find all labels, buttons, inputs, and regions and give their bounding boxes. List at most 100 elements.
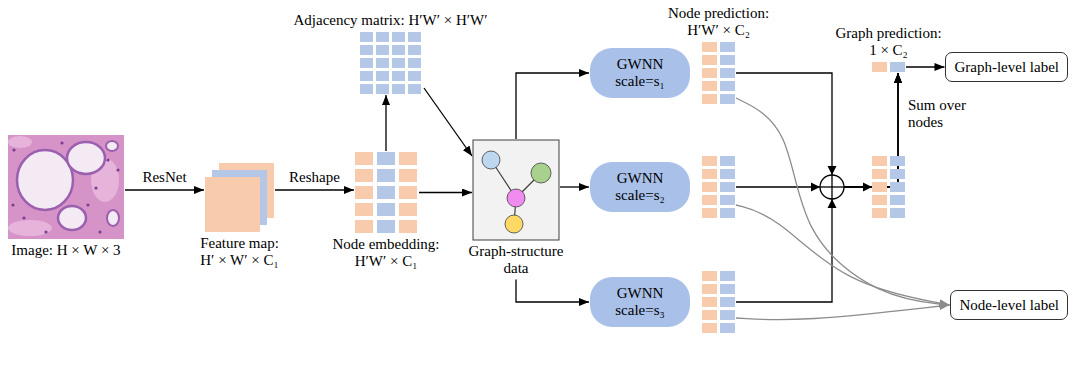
- sum-cross: [831, 175, 832, 199]
- prediction-matrix: [702, 156, 735, 218]
- node-text: Graph-structure data: [469, 243, 564, 277]
- gwnn-block: GWNN scale=s₁: [590, 48, 690, 98]
- prediction-matrix: [702, 271, 735, 333]
- gwnn-block: GWNN scale=s₂: [590, 156, 735, 218]
- nucleus: [22, 216, 25, 219]
- output-label-box: Node-level label: [950, 290, 1068, 321]
- flow-arrow: [275, 189, 354, 190]
- gwnn-pill: GWNN scale=s₂: [590, 162, 690, 212]
- arrowhead: [828, 199, 837, 208]
- graph-structure-box: Graph-structure data: [469, 140, 564, 277]
- shape-area: [702, 156, 735, 218]
- graph-vertex: [482, 151, 500, 169]
- graph-vertex: [505, 215, 523, 233]
- stroma-patch: [8, 136, 32, 148]
- node-text: Adjacency matrix: H′W′ × H′W′: [293, 12, 487, 29]
- graph-structure-figure: [473, 140, 559, 240]
- arrowhead: [828, 166, 837, 175]
- shape-area: [702, 42, 735, 104]
- nucleus: [116, 168, 119, 171]
- node-text: Image: H × W × 3: [11, 242, 120, 259]
- nucleus: [94, 186, 97, 189]
- flow-arrow: [424, 88, 472, 156]
- tissue-ground: [8, 135, 124, 239]
- node-text: Node-level label: [959, 297, 1059, 314]
- shape-area: [702, 271, 735, 333]
- gland-lumen: [107, 210, 119, 226]
- node-text: GWNN scale=s₁: [615, 56, 665, 90]
- feature-map-stack: [205, 163, 274, 232]
- flow-arrow: [516, 280, 589, 302]
- embedding-matrix: Node embedding: H′W′ × C₁: [332, 152, 439, 270]
- shape-area: [473, 140, 559, 240]
- shape-area: [355, 152, 417, 233]
- edge-label: ResNet: [142, 169, 186, 186]
- nucleus: [44, 230, 47, 233]
- node-text: Node embedding: H′W′ × C₁: [332, 236, 439, 270]
- graph-prediction-matrix: [872, 62, 905, 72]
- matrix-cells: [360, 32, 421, 94]
- edge-label-holder: ResNet: [140, 169, 188, 186]
- adjacency-matrix: [360, 32, 421, 94]
- adjacency-matrix: Adjacency matrix: H′W′ × H′W′: [293, 12, 487, 94]
- sum-circle: [820, 175, 844, 199]
- gwnn-pill: GWNN scale=s₃: [590, 277, 690, 327]
- flow-arrow: [560, 186, 589, 187]
- shape-area: [872, 62, 905, 72]
- shape-area: [205, 163, 274, 232]
- flow-arrow: [516, 73, 589, 139]
- stroma-patch: [8, 220, 52, 236]
- gland-lumen: [58, 206, 86, 230]
- nucleus: [86, 203, 89, 206]
- matrix-cells: [872, 156, 905, 218]
- embedding-matrix: [355, 152, 417, 233]
- node-text: Node prediction: H′W′ × C₂: [668, 5, 769, 39]
- flow-arrow: [385, 95, 386, 151]
- graph-vertex: [531, 163, 551, 183]
- summed-matrix: [872, 156, 905, 218]
- gwnn-block: GWNN scale=s₃: [590, 271, 735, 333]
- prediction-matrix: [702, 42, 735, 104]
- sum-symbol: [811, 166, 872, 208]
- nucleus: [106, 158, 109, 161]
- gland-lumen: [106, 141, 118, 151]
- edge-label-holder: Reshape: [287, 169, 342, 186]
- matrix-cells: [702, 156, 735, 218]
- flow-arrow: [419, 192, 472, 193]
- nucleus: [11, 203, 14, 206]
- output-label-box: Graph-level label: [945, 52, 1068, 83]
- nucleus: [60, 141, 63, 144]
- feature-map: Feature map: H′ × W′ × C₁: [200, 163, 279, 269]
- node-text: Feature map: H′ × W′ × C₁: [200, 235, 279, 269]
- gland-lumen: [17, 150, 73, 210]
- flow-arrow: [906, 66, 944, 67]
- edge-label: Sum over nodes: [908, 97, 966, 131]
- input-image: Image: H × W × 3: [8, 135, 124, 259]
- node-text: GWNN scale=s₂: [615, 170, 665, 204]
- nucleus: [12, 148, 15, 151]
- arrowhead: [811, 183, 820, 192]
- matrix-cells: [872, 62, 905, 72]
- graph-box-outline: [473, 140, 559, 240]
- histology-image: [8, 135, 124, 239]
- edge-label-holder: Sum over nodes: [906, 97, 968, 131]
- matrix-cells: [702, 42, 735, 104]
- prediction-matrix: Node prediction: H′W′ × C₂: [668, 5, 769, 104]
- gland-lumen: [67, 142, 105, 174]
- matrix-cells: [702, 271, 735, 333]
- feature-channel: [205, 177, 260, 232]
- matrix-cells: [355, 152, 417, 233]
- supervision-arrow: [736, 205, 949, 305]
- graph-vertex: [507, 189, 525, 207]
- node-text: Graph-level label: [954, 59, 1059, 76]
- supervision-arrow: [736, 305, 949, 320]
- shape-area: [360, 32, 421, 94]
- node-text: GWNN scale=s₃: [615, 285, 665, 319]
- graph-prediction: Graph prediction: 1 × C₂: [835, 25, 941, 72]
- flow-arrow: [125, 189, 204, 190]
- edge-label: Reshape: [289, 169, 340, 186]
- shape-area: [8, 135, 124, 239]
- node-text: Graph prediction: 1 × C₂: [835, 25, 941, 59]
